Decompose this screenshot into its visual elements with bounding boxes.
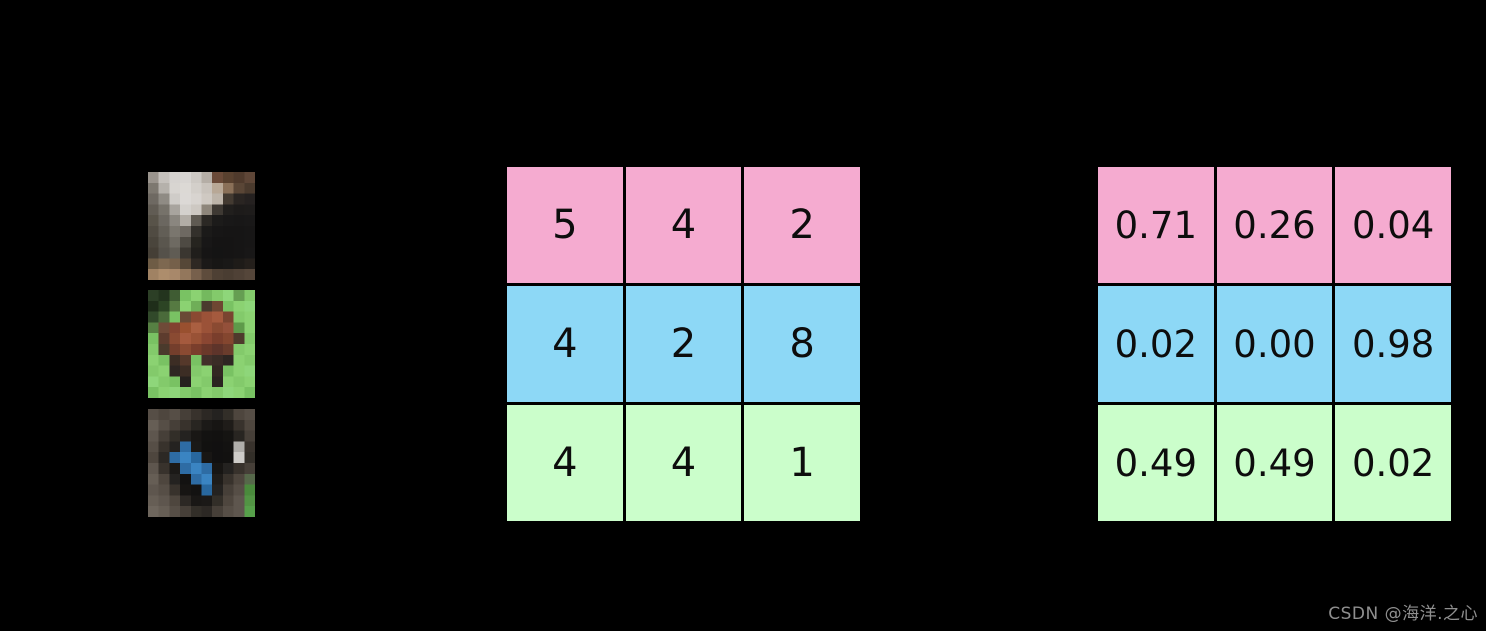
counts-cell-r2c0: 4 [507,405,623,521]
probs-cell-r1c0: 0.02 [1098,286,1214,402]
counts-cell-r0c2: 2 [744,167,860,283]
counts-cell-r1c2: 8 [744,286,860,402]
probs-cell-r2c1: 0.49 [1216,405,1333,521]
probs-cell-r0c0: 0.71 [1098,167,1214,283]
probs-cell-r2c0: 0.49 [1098,405,1214,521]
counts-cell-r0c0: 5 [507,167,623,283]
probabilities-table: 0.71 0.26 0.04 0.02 0.00 0.98 0.49 0.49 … [1098,167,1451,521]
counts-cell-r2c2: 1 [744,405,860,521]
probs-cell-r0c2: 0.04 [1335,167,1451,283]
counts-table: 5 4 2 4 2 8 4 4 1 [507,167,860,521]
cat-image [148,172,255,280]
dog-image [148,409,255,517]
watermark: CSDN @海洋.之心 [1328,604,1478,624]
probs-cell-r1c2: 0.98 [1335,286,1451,402]
probs-cell-r2c2: 0.02 [1335,405,1451,521]
probs-cell-r1c1: 0.00 [1216,286,1333,402]
probs-cell-r0c1: 0.26 [1216,167,1333,283]
counts-cell-r1c1: 2 [625,286,742,402]
counts-cell-r1c0: 4 [507,286,623,402]
horse-image [148,290,255,398]
counts-cell-r0c1: 4 [625,167,742,283]
counts-cell-r2c1: 4 [625,405,742,521]
